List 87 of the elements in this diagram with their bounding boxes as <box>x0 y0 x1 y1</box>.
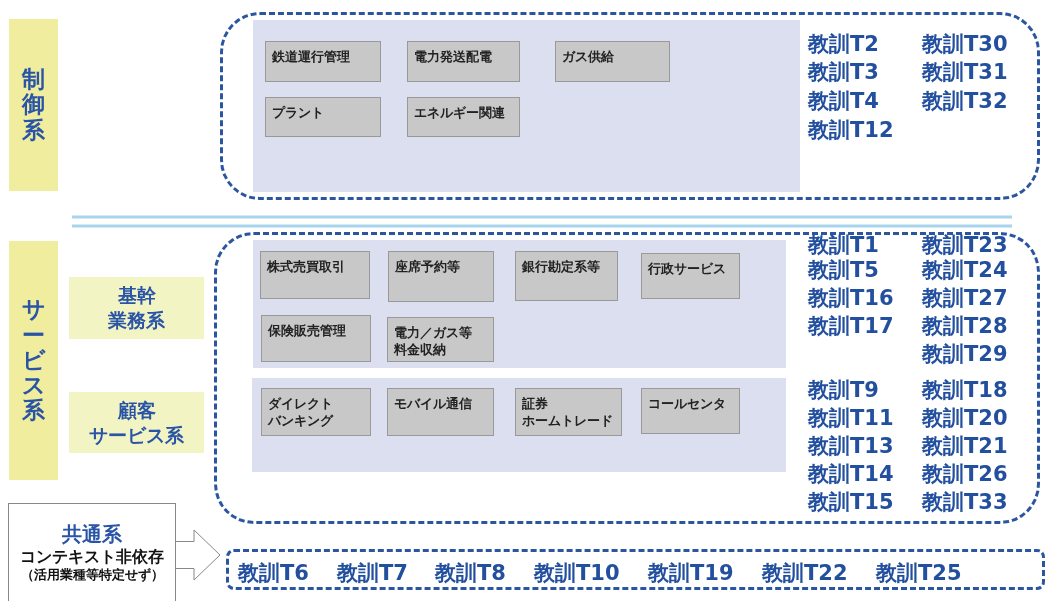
lesson-label: 教訓T16 <box>808 285 894 311</box>
lesson-label: 教訓T8 <box>435 560 506 586</box>
category-label: 制御系 <box>22 67 45 143</box>
lesson-label: 教訓T1 <box>808 232 879 258</box>
system-label: 料金収納 <box>394 341 447 359</box>
common-box <box>8 503 176 601</box>
system-label: 電力発送配電 <box>414 49 493 66</box>
subcategory-label: 業務系 <box>108 308 165 333</box>
lesson-label: 教訓T15 <box>808 489 894 515</box>
system-label: エネルギー関連 <box>414 105 506 122</box>
system-panel <box>253 240 786 368</box>
lesson-label: 教訓T13 <box>808 433 894 459</box>
lesson-label: 教訓T2 <box>808 31 879 57</box>
system-box <box>260 251 370 299</box>
subcategory-label: 顧客 <box>117 397 156 423</box>
system-box <box>265 41 381 82</box>
system-panel <box>253 20 800 192</box>
lesson-label: 教訓T29 <box>922 341 1008 367</box>
block-arrow <box>175 529 221 581</box>
lesson-label: 教訓T22 <box>762 560 848 586</box>
lesson-label: 教訓T17 <box>808 313 894 339</box>
system-label: 行政サービス <box>648 261 727 278</box>
system-box <box>641 388 740 434</box>
system-box <box>515 251 618 301</box>
system-panel <box>252 378 786 472</box>
lesson-label: 教訓T18 <box>922 377 1008 403</box>
lesson-label: 教訓T32 <box>922 88 1008 114</box>
common-label: （活用業種等特定せず） <box>20 567 164 584</box>
category-band <box>9 241 58 480</box>
system-label: コールセンタ <box>648 396 727 413</box>
lesson-label: 教訓T24 <box>922 257 1008 283</box>
lesson-label: 教訓T12 <box>808 117 894 143</box>
system-label: 株式売買取引 <box>267 259 346 276</box>
system-label: 保険販売管理 <box>268 323 347 340</box>
subcategory-label: サービス系 <box>89 422 184 448</box>
system-label: モバイル通信 <box>394 396 473 413</box>
system-label: ダイレクト <box>268 396 334 413</box>
lesson-label: 教訓T14 <box>808 461 894 487</box>
system-label: バンキング <box>268 412 335 430</box>
lesson-label: 教訓T26 <box>922 461 1008 487</box>
system-box <box>641 253 740 299</box>
lesson-label: 教訓T31 <box>922 59 1008 85</box>
system-box <box>407 41 520 82</box>
lesson-label: 教訓T7 <box>337 560 408 586</box>
system-box <box>261 388 371 436</box>
system-box <box>515 388 622 436</box>
subcategory-band <box>69 392 204 453</box>
system-box <box>261 315 371 362</box>
system-box <box>407 97 520 137</box>
lesson-label: 教訓T19 <box>648 560 734 586</box>
common-label: 共通系 <box>62 522 122 547</box>
lesson-label: 教訓T21 <box>922 433 1008 459</box>
system-box <box>555 41 670 82</box>
system-label: 電力／ガス等 <box>394 325 473 342</box>
lesson-label: 教訓T25 <box>876 560 962 586</box>
system-label: 銀行勘定系等 <box>522 259 601 276</box>
lesson-label: 教訓T3 <box>808 59 879 85</box>
lesson-label: 教訓T30 <box>922 31 1008 57</box>
subcategory-band <box>69 277 204 339</box>
category-band <box>9 19 58 191</box>
lesson-label: 教訓T33 <box>922 489 1008 515</box>
lesson-label: 教訓T5 <box>808 257 879 283</box>
system-box <box>265 97 381 137</box>
system-label: 鉄道運行管理 <box>272 49 351 66</box>
system-label: ホームトレード <box>522 412 614 430</box>
lesson-label: 教訓T20 <box>922 405 1008 431</box>
lesson-label: 教訓T6 <box>238 560 309 586</box>
lesson-label: 教訓T10 <box>534 560 620 586</box>
system-box <box>387 388 494 436</box>
lesson-label: 教訓T27 <box>922 285 1008 311</box>
subcategory-label: 基幹 <box>117 283 156 308</box>
system-label: ガス供給 <box>562 49 615 66</box>
lesson-label: 教訓T11 <box>808 405 894 431</box>
lesson-label: 教訓T28 <box>922 313 1008 339</box>
category-label: サービス系 <box>22 297 45 424</box>
system-label: 座席予約等 <box>395 259 461 276</box>
dashed-region <box>214 232 1040 524</box>
system-label: 証券 <box>522 396 549 413</box>
lesson-label: 教訓T4 <box>808 88 879 114</box>
lesson-label: 教訓T23 <box>922 232 1008 258</box>
system-box <box>388 251 494 302</box>
system-box <box>387 317 494 362</box>
common-label: コンテキスト非依存 <box>20 547 164 567</box>
dashed-region <box>220 12 1040 200</box>
system-label: プラント <box>272 105 325 122</box>
dashed-region <box>226 549 1045 590</box>
lesson-label: 教訓T9 <box>808 377 879 403</box>
